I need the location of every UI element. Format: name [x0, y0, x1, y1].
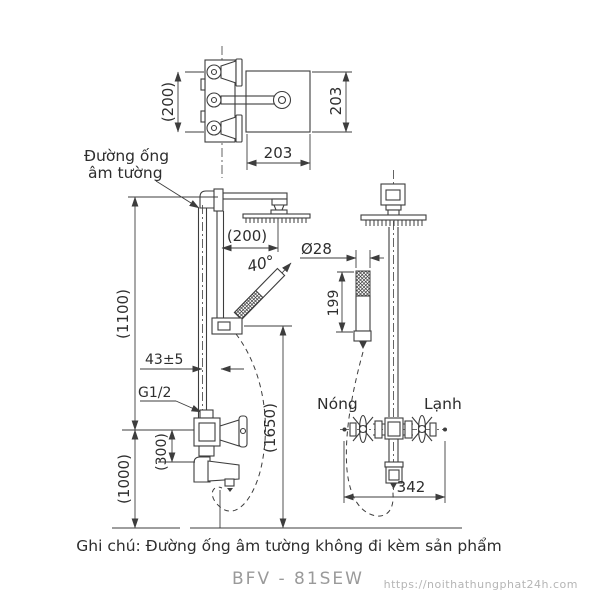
dim-spout-drop: (300)	[154, 429, 195, 471]
dim-upper-run: (1100)	[114, 196, 218, 431]
side-elevation-view: Đường ống âm tường (200)	[84, 147, 462, 529]
dim-label-top-depth: (200)	[159, 82, 177, 122]
dim-hand-shower-dia: Ø28	[300, 240, 384, 268]
dim-head-offset: (200)	[221, 221, 279, 252]
concealed-pipe-label-line2: âm tường	[88, 164, 163, 182]
concealed-pipe-leader	[155, 180, 200, 209]
dim-label-spout-drop: (300)	[154, 433, 170, 471]
dim-label-upper-run: (1100)	[114, 289, 132, 339]
dim-label-valve-width: 342	[397, 478, 426, 496]
dim-label-rail-gap: 43±5	[145, 352, 183, 368]
hot-handle-front-view	[352, 414, 374, 444]
hot-label: Nóng	[317, 395, 358, 413]
mixer-valve-front-view	[340, 414, 447, 489]
top-view-valve-body	[200, 58, 243, 143]
rain-head-front-view	[360, 214, 427, 226]
spray-angle-label: 40°	[245, 252, 276, 276]
thread-callout: G1/2	[138, 385, 202, 413]
hand-shower-holder	[211, 317, 243, 335]
dim-label-hand-shower-dia: Ø28	[301, 240, 332, 258]
model-number: BFV - 81SEW	[232, 569, 364, 589]
slide-riser-bar	[216, 211, 225, 318]
riser-pipe-front-view	[388, 227, 399, 417]
dim-plate-width: 203	[246, 134, 311, 170]
hand-shower-side-view	[211, 262, 292, 335]
top-plan-view: (200) 203 203	[159, 46, 352, 178]
shower-arm-top-view	[220, 90, 292, 110]
concealed-pipe-label-line1: Đường ống	[84, 147, 169, 165]
rain-head-side-view	[242, 213, 311, 223]
footer: Ghi chú: Đường ống âm tường không đi kèm…	[76, 537, 578, 591]
spout-side-view	[193, 456, 240, 492]
hot-handle-bar	[235, 58, 243, 87]
dim-lower-run: (1000)	[115, 429, 139, 529]
dim-plate-height: 203	[312, 71, 352, 133]
dim-label-plate-width: 203	[264, 144, 293, 162]
diverter-front-view	[384, 461, 404, 489]
thread-size-label: G1/2	[138, 385, 171, 401]
ceiling-bracket-front-view	[380, 183, 406, 217]
dim-rail-gap: 43±5	[140, 352, 244, 373]
dim-label-lower-run: (1000)	[115, 454, 133, 504]
dim-label-head-offset: (200)	[227, 227, 267, 245]
dim-valve-width: 342	[343, 441, 446, 503]
floor-line	[112, 490, 462, 529]
dim-label-hose-reach: (1650)	[261, 403, 279, 453]
dim-hand-shower-len: 199	[326, 271, 354, 333]
shower-arm-side-view	[199, 188, 288, 215]
note-text: Ghi chú: Đường ống âm tường không đi kèm…	[76, 537, 501, 555]
dim-top-depth: (200)	[159, 71, 204, 133]
front-elevation-view: Ø28 199 Nóng Lạnh	[300, 170, 462, 517]
dim-hose-reach: (1650)	[244, 325, 292, 529]
cold-label: Lạnh	[424, 395, 462, 413]
cold-handle-front-view	[411, 414, 433, 444]
concealed-wall-pipe	[197, 205, 208, 425]
dim-label-plate-height: 203	[327, 87, 345, 116]
hand-shower-front-view	[353, 270, 372, 349]
dim-label-hand-shower-len: 199	[326, 290, 342, 317]
cold-handle-bar	[235, 114, 243, 143]
watermark-url: https://noithathungphat24h.com	[384, 578, 578, 591]
stop-valve-side-view	[193, 409, 248, 457]
valve-centre-body	[384, 417, 404, 440]
shower-hose-side-view	[211, 333, 266, 512]
